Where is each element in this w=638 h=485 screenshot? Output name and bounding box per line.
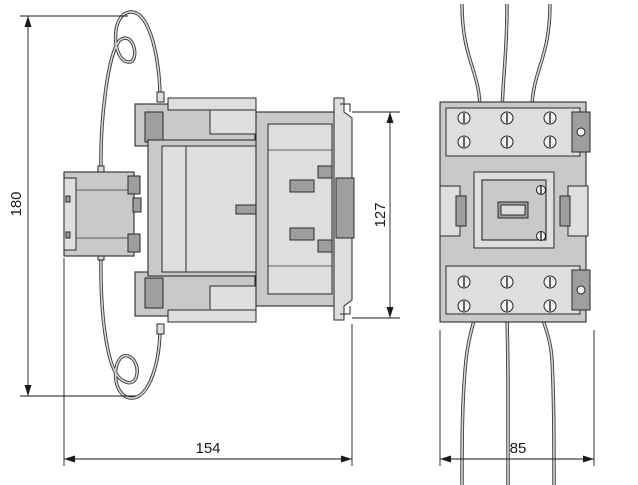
side-wire-loop [97,10,165,400]
dimension-154 [63,258,353,466]
front-body [439,101,591,323]
dimension-127-label: 127 [372,202,389,227]
dimension-85-label: 85 [510,440,527,457]
dimension-180 [20,15,136,397]
side-view: 180 127 154 [8,10,400,466]
dimension-85 [439,330,595,466]
side-auxiliary-block [63,171,142,257]
front-terminal-screws [457,111,586,313]
front-view: 85 [439,3,595,485]
dimension-154-label: 154 [195,440,220,457]
side-contactor-body [134,97,355,323]
dimension-180-label: 180 [8,191,25,216]
dimension-127 [352,111,400,319]
